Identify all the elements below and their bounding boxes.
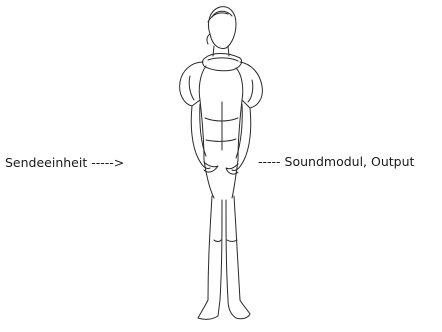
collar-device xyxy=(180,54,263,109)
sender-unit-label: Sendeeinheit -----> xyxy=(5,157,124,170)
feet-sketch xyxy=(198,300,250,319)
arms-sketch xyxy=(191,104,251,174)
head-sketch xyxy=(207,7,236,56)
torso-sketch xyxy=(200,100,242,198)
sound-module-label: ----- Soundmodul, Output xyxy=(258,156,414,169)
legs-sketch xyxy=(208,196,240,300)
